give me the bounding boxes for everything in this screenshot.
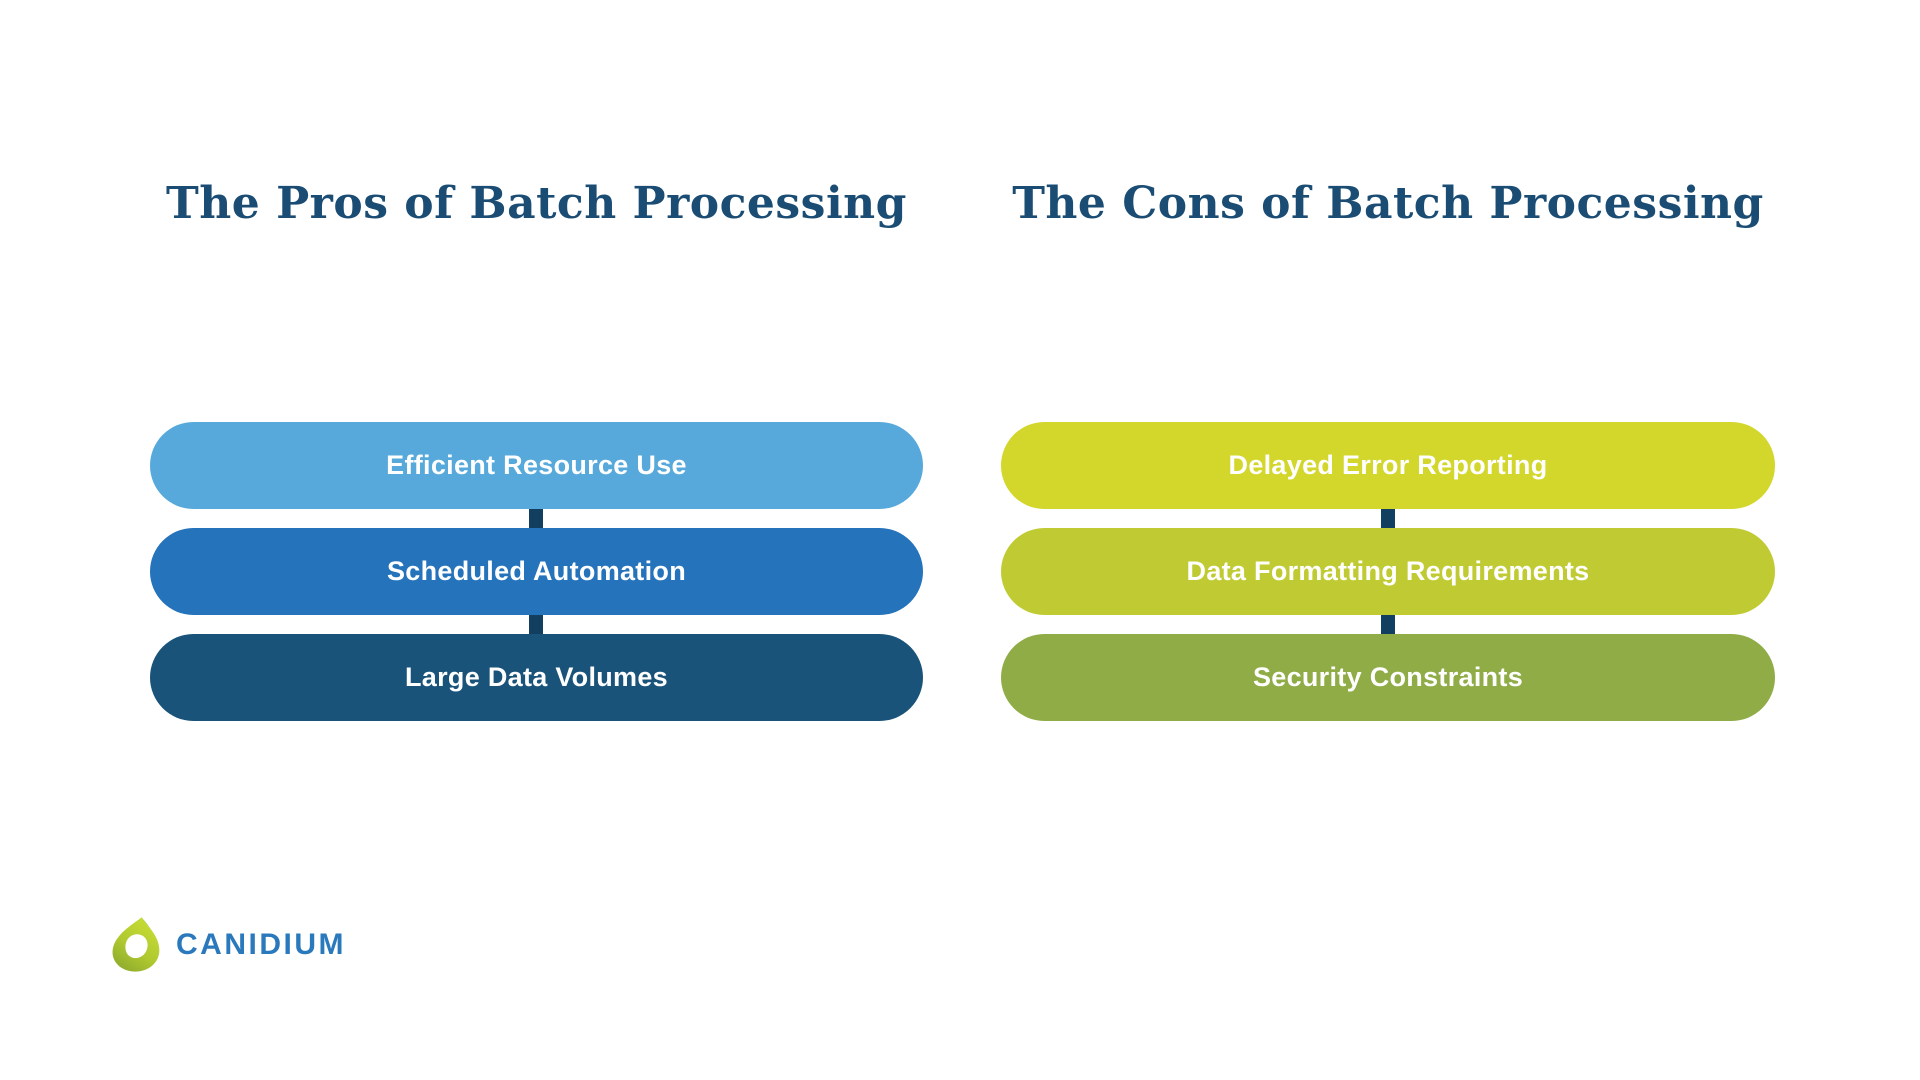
pros-pill-efficient-resource-use: Efficient Resource Use: [150, 422, 923, 509]
pros-pill-large-data-volumes: Large Data Volumes: [150, 634, 923, 721]
canidium-logo: CANIDIUM: [108, 916, 346, 973]
pros-title: The Pros of Batch Processing: [166, 178, 907, 229]
cons-pill-security-constraints: Security Constraints: [1001, 634, 1775, 721]
canidium-logo-text: CANIDIUM: [176, 927, 346, 961]
cons-title: The Cons of Batch Processing: [1012, 178, 1764, 229]
cons-pill-data-formatting-requirements: Data Formatting Requirements: [1001, 528, 1775, 615]
pros-pill-scheduled-automation: Scheduled Automation: [150, 528, 923, 615]
canidium-leaf-icon: [112, 917, 160, 972]
cons-pill-delayed-error-reporting: Delayed Error Reporting: [1001, 422, 1775, 509]
